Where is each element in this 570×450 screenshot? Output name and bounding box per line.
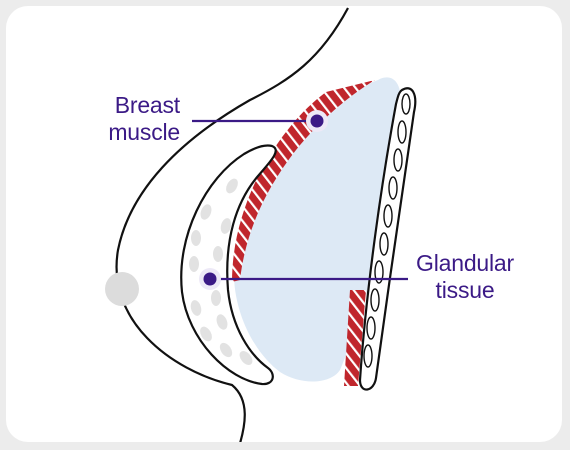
breast-muscle-label-line2: muscle — [108, 119, 180, 145]
glandular-tissue-marker — [203, 272, 217, 286]
breast-muscle-marker — [310, 114, 324, 128]
breast-muscle-label-line1: Breast — [114, 92, 180, 118]
lower-muscle-shape — [344, 290, 366, 386]
glandular-tissue-label: Glandular tissue — [400, 250, 530, 304]
fat-tissue-shape — [180, 144, 277, 386]
nipple-marker — [105, 272, 139, 306]
glandular-tissue-label-line1: Glandular — [416, 250, 514, 276]
body-outline — [115, 7, 349, 442]
rib-segments — [363, 93, 411, 368]
breast-muscle-label: Breast muscle — [60, 92, 180, 146]
fat-dots — [189, 178, 253, 365]
glandular-tissue-label-line2: tissue — [435, 277, 495, 303]
